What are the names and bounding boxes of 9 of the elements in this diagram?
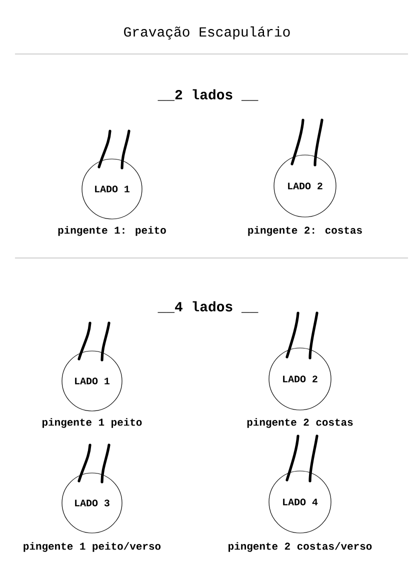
section-heading: __4 lados __ <box>158 301 258 313</box>
pendant-caption: pingente 1 peito/verso <box>24 542 161 552</box>
section-heading: __2 lados __ <box>158 89 258 101</box>
pendant-caption: pingente 2: costas <box>248 226 362 236</box>
pendant-caption: pingente 2 costas <box>247 418 353 428</box>
title: Gravação Escapulário <box>124 26 290 40</box>
pendant-caption: pingente 1 peito <box>42 418 142 428</box>
pendant-caption: pingente 1: peito <box>58 226 166 236</box>
pendant-caption: pingente 2 costas/verso <box>228 542 372 552</box>
